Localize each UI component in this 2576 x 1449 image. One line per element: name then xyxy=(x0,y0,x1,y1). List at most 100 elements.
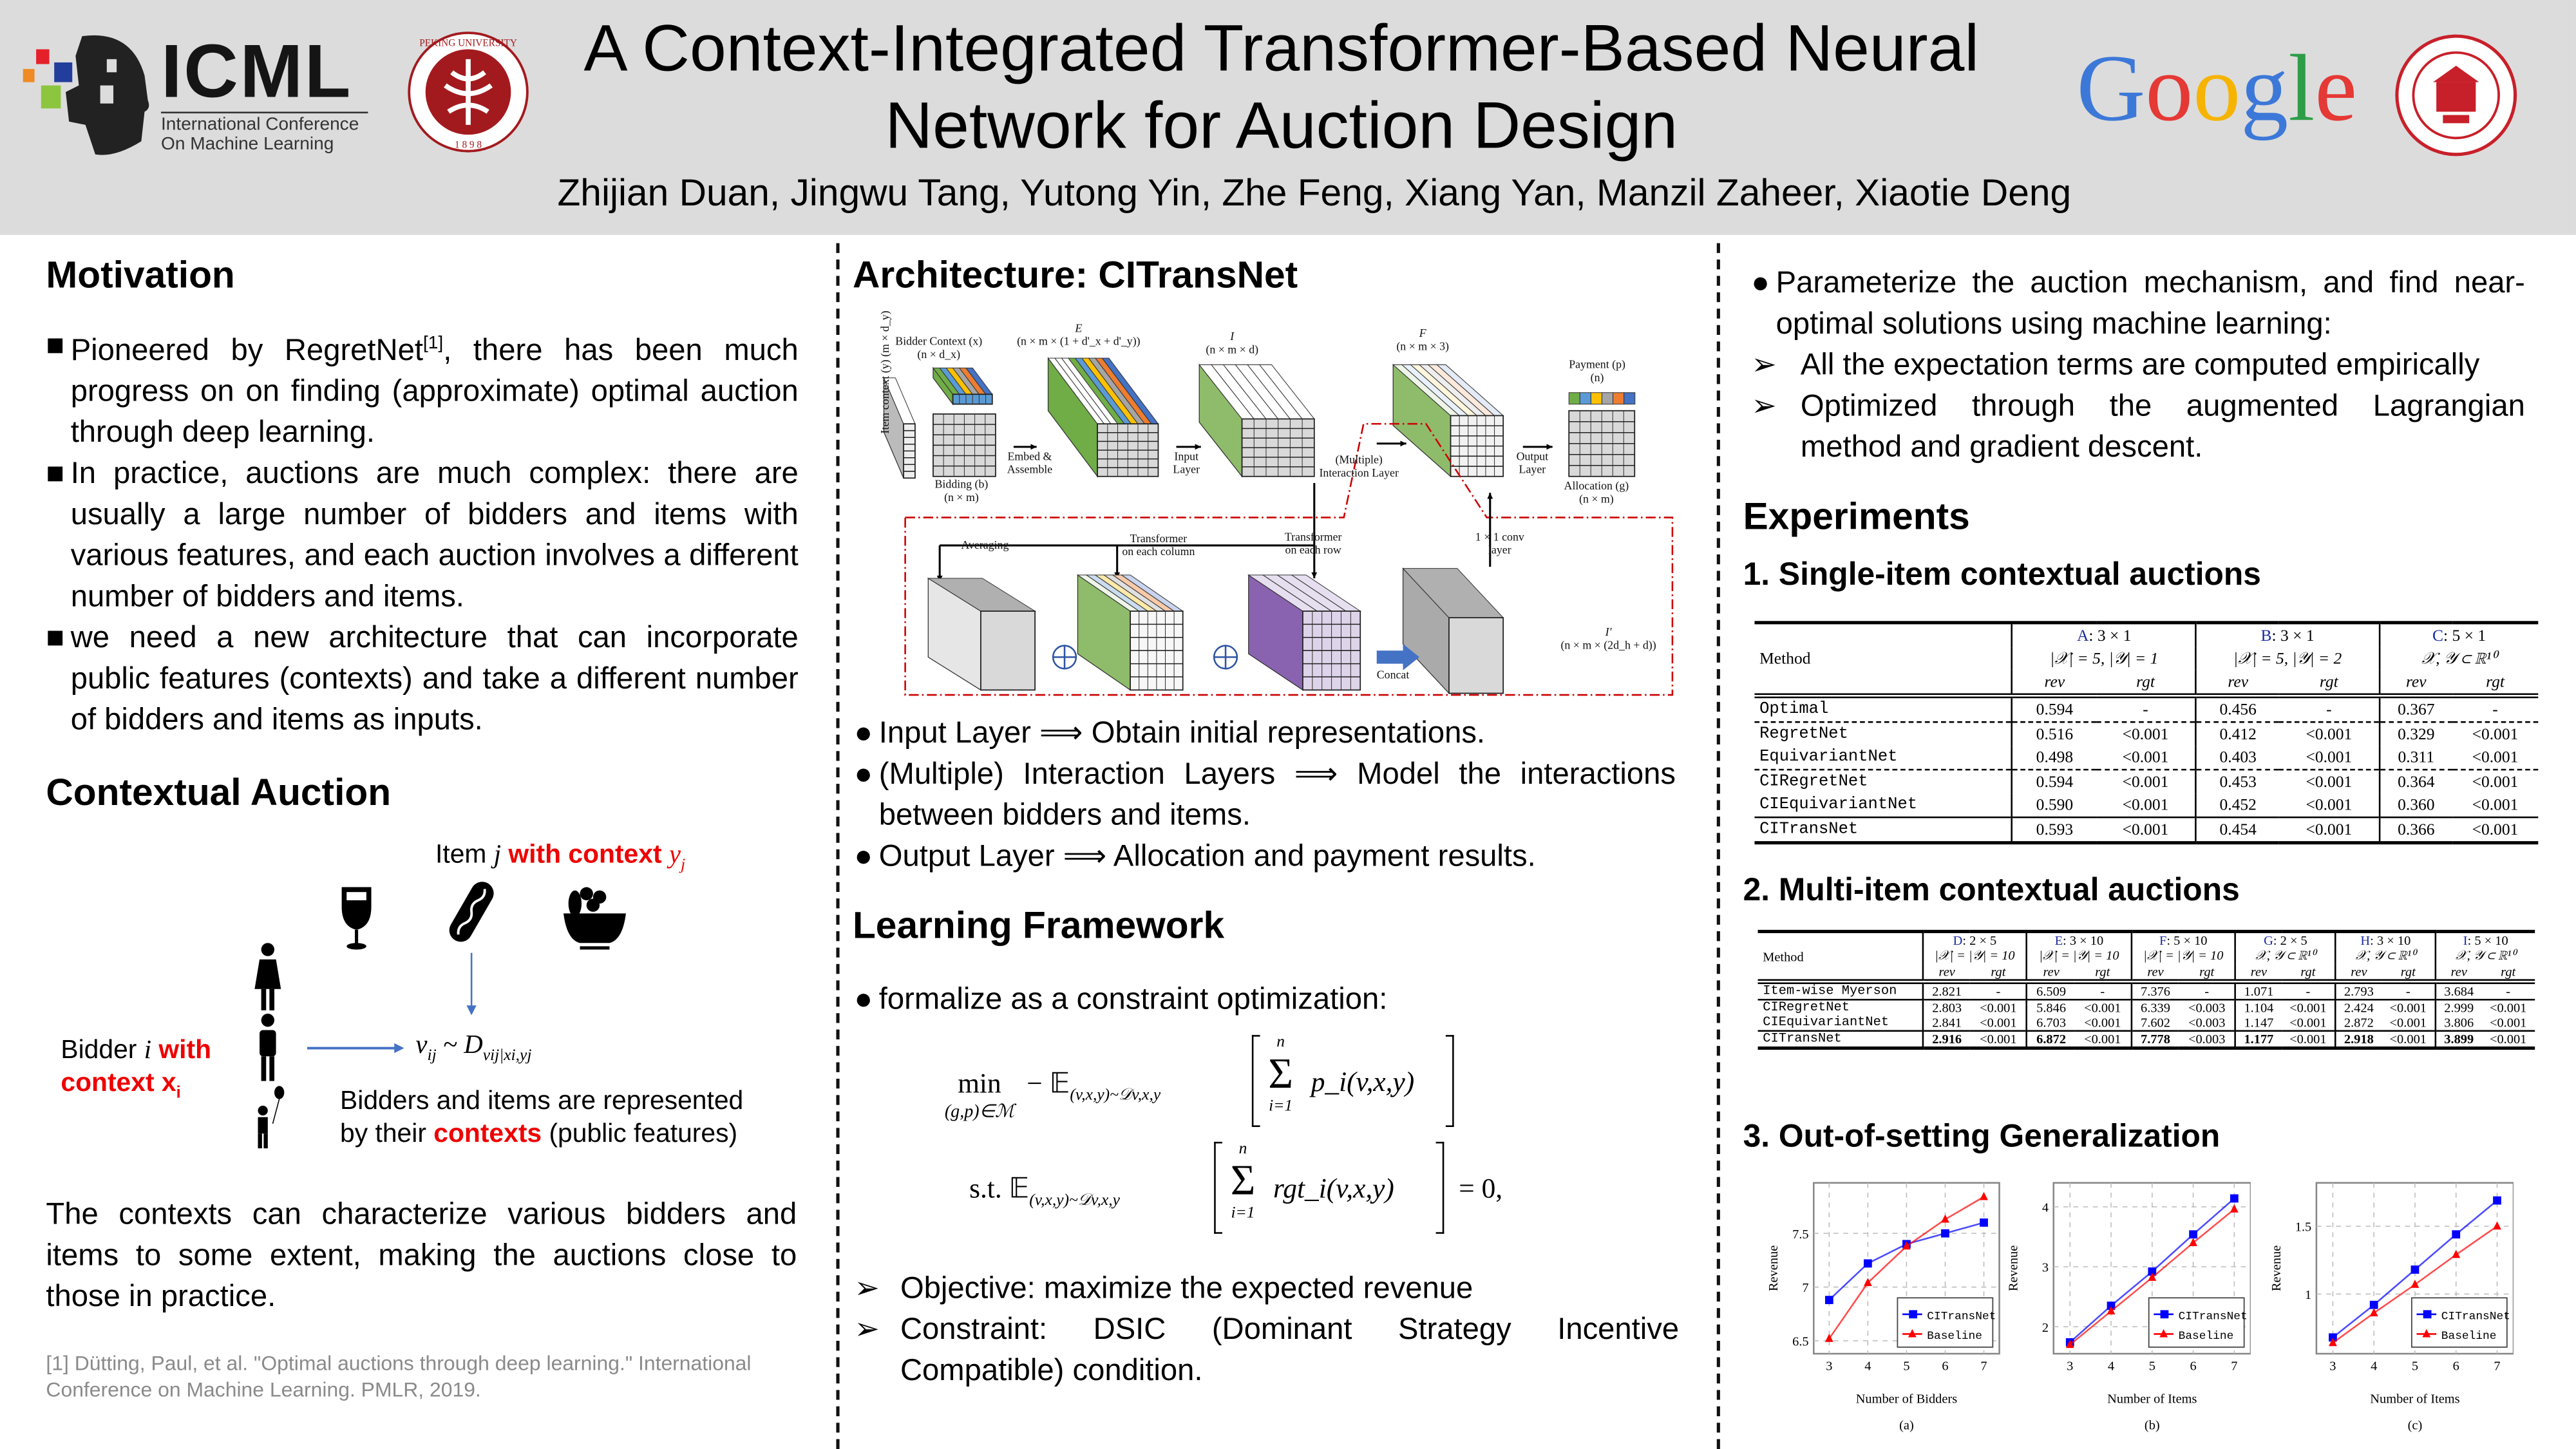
footnote-reference: [1] Dütting, Paul, et al. "Optimal aucti… xyxy=(46,1352,752,1402)
x-axis-label: Number of Items xyxy=(2370,1392,2459,1406)
valuation-distribution-formula: vij ~ Dvij|xi,yj xyxy=(415,1032,532,1065)
x-tick-label: 3 xyxy=(2329,1359,2336,1374)
x-tick-label: 7 xyxy=(2494,1359,2500,1374)
rgt-value: <0.001 xyxy=(2289,1015,2327,1030)
rev-value: 0.594 xyxy=(2011,768,2096,794)
constraint-equals: = 0, xyxy=(1459,1173,1503,1204)
shanghai-jiao-tong-university-seal xyxy=(2394,33,2519,166)
payment-cell xyxy=(1601,392,1614,405)
motivation-heading: Motivation xyxy=(46,252,235,296)
rgt-value: <0.001 xyxy=(2122,748,2169,767)
rgt-value: <0.001 xyxy=(2096,816,2196,845)
chart-caption: (b) xyxy=(2145,1418,2160,1432)
data-point-baseline xyxy=(2107,1306,2116,1315)
rev-value: 0.360 xyxy=(2378,793,2452,818)
group-condition: |𝒳| = |𝒴| = 10 xyxy=(2026,947,2132,965)
rgt-value: <0.001 xyxy=(1970,1030,2027,1050)
x-tick-label: 5 xyxy=(2412,1359,2418,1374)
rev-value: 0.366 xyxy=(2378,816,2452,845)
bullet-text: , there has been much progress on on fin… xyxy=(70,332,799,449)
diagram-label-i-prime: I'(n × m × (2d_h + d)) xyxy=(1560,625,1656,652)
rgt-value: <0.001 xyxy=(2122,795,2169,815)
y-tick-label: 1 xyxy=(2305,1288,2311,1302)
rgt-value: <0.001 xyxy=(2381,1030,2436,1050)
contextual-auction-heading: Contextual Auction xyxy=(46,770,392,813)
x-tick-label: 4 xyxy=(2371,1359,2377,1374)
rgt-value: <0.001 xyxy=(2074,999,2132,1016)
citation-ref[interactable]: [1] xyxy=(423,333,444,354)
rev-value: 2.872 xyxy=(2334,1015,2382,1031)
method-summary: ●Parameterize the auction mechanism, and… xyxy=(1751,264,2525,464)
input-layer-arrow xyxy=(1176,444,1201,450)
group-condition: |𝒳| = 5, |𝒴| = 1 xyxy=(2011,647,2196,670)
group-condition: 𝒳, 𝒴 ⊂ ℝ¹⁰ xyxy=(2378,647,2539,670)
column-divider xyxy=(836,243,840,1449)
data-point-baseline xyxy=(1941,1214,1949,1223)
method-header: Method xyxy=(1757,929,1923,982)
data-point-baseline xyxy=(2410,1279,2420,1288)
bullet-text: we need a new architecture that can inco… xyxy=(70,620,799,737)
diagram-label-e: E(n × m × (1 + d'_x + d'_y)) xyxy=(1017,321,1141,348)
rev-value: 0.590 xyxy=(2011,793,2096,818)
group-header: A: 3 × 1 xyxy=(2011,621,2196,648)
rgt-value: <0.001 xyxy=(2472,795,2519,815)
rev-value: 0.311 xyxy=(2378,746,2452,770)
rgt-value: <0.001 xyxy=(2096,768,2196,794)
rgt-value: - xyxy=(2281,979,2336,1000)
google-logo: Google xyxy=(2076,34,2358,142)
rgt-value: <0.001 xyxy=(2389,1015,2427,1030)
motivation-bullet: ■In practice, auctions are much complex:… xyxy=(46,455,799,613)
data-point-citransnet xyxy=(2189,1230,2197,1239)
item-context-label: Item j with context yj xyxy=(435,841,686,875)
group-header: H: 3 × 10 xyxy=(2334,929,2436,948)
column-divider xyxy=(1716,243,1720,1449)
objective-term: p_i(v,x,y) xyxy=(1311,1066,1415,1098)
group-condition: |𝒳| = |𝒴| = 10 xyxy=(2130,947,2236,965)
method-name: CIRegretNet xyxy=(1757,999,1923,1016)
rev-value: 3.806 xyxy=(2434,1015,2482,1031)
svg-text:1 8 9 8: 1 8 9 8 xyxy=(455,140,482,151)
multi-item-heading: 2. Multi-item contextual auctions xyxy=(1743,872,2240,909)
x-axis-label: Number of Bidders xyxy=(1856,1392,1957,1406)
rgt-value: <0.001 xyxy=(2074,1030,2132,1050)
rgt-header: rgt xyxy=(1991,964,2006,980)
rgt-header: rgt xyxy=(2319,672,2338,691)
diagram-label-i: I(n × m × d) xyxy=(1206,330,1259,357)
rgt-header: rgt xyxy=(2486,672,2505,691)
x-tick-label: 5 xyxy=(1903,1359,1909,1374)
y-tick-label: 7.5 xyxy=(1792,1227,1809,1242)
rev-value: 6.703 xyxy=(2026,1015,2075,1031)
data-point-baseline xyxy=(2452,1249,2461,1258)
legend-label: CITransNet xyxy=(1927,1310,1996,1323)
poster-title-line-1: A Context-Integrated Transformer-Based N… xyxy=(583,13,1980,86)
rev-value: 0.453 xyxy=(2195,768,2280,794)
y-tick-label: 7 xyxy=(1802,1281,1808,1295)
rev-value: 0.498 xyxy=(2011,746,2096,770)
y-tick-label: 2 xyxy=(2042,1321,2049,1335)
rgt-value: <0.003 xyxy=(2188,1015,2226,1030)
diagram-label-bidder-context: Bidder Context (x)(n × d_x) xyxy=(895,335,983,362)
output-layer-arrow xyxy=(1522,444,1553,450)
tensor-i xyxy=(1198,363,1315,478)
rev-value: 0.403 xyxy=(2195,746,2280,770)
diagram-label-item-context: Item context (y) (m × d_y) xyxy=(878,310,893,434)
architecture-bullet: ●Output Layer ⟹ Allocation and payment r… xyxy=(854,838,1536,873)
motivation-bullet: ■we need a new architecture that can inc… xyxy=(46,620,799,737)
rev-value: 6.509 xyxy=(2026,979,2075,1000)
objective-expectation: − 𝔼(v,x,y)~𝒟v,x,y xyxy=(1027,1068,1161,1105)
architecture-list: ●Input Layer ⟹ Obtain initial representa… xyxy=(855,712,1676,876)
rev-value: 1.104 xyxy=(2234,999,2282,1016)
data-point-baseline xyxy=(2369,1308,2378,1316)
